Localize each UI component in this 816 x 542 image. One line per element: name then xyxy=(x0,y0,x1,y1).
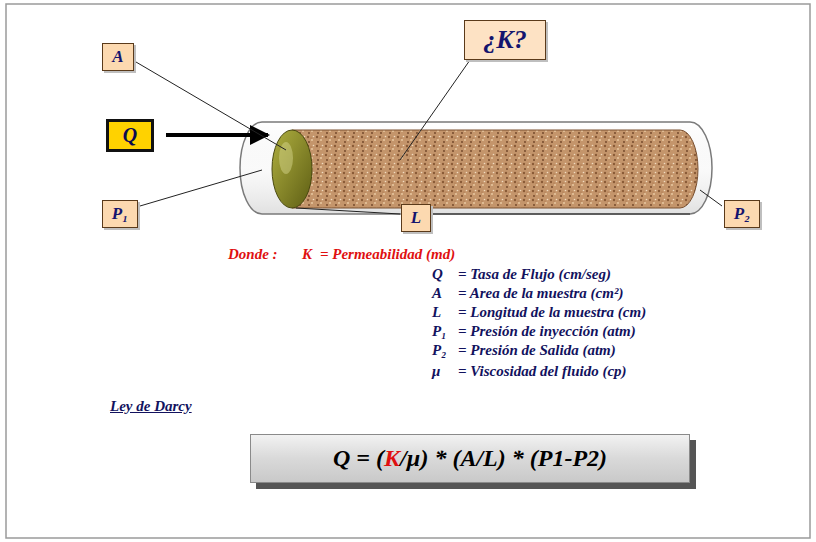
formula-text: Q = ( xyxy=(333,445,384,472)
formula-box: Q = (K/µ) * (A/L) * (P1-P2) xyxy=(250,434,690,483)
flow-box: Q xyxy=(106,119,154,152)
definition-text: L xyxy=(432,304,441,321)
definition-text: K xyxy=(302,246,312,263)
symbol-label: Q xyxy=(123,124,137,147)
frame xyxy=(6,4,810,538)
definition-text: P₂ xyxy=(432,342,446,359)
flow-arrow xyxy=(166,133,268,137)
definition-text: P₁ xyxy=(432,323,446,340)
definition-text: μ xyxy=(432,363,440,380)
label-box: L xyxy=(401,204,431,232)
rock-sample xyxy=(292,130,698,208)
definition-text: = Area de la muestra (cm²) xyxy=(458,285,623,302)
unknown-box: ¿K? xyxy=(464,20,545,60)
glass-shine xyxy=(270,125,690,127)
definition-text: Donde : xyxy=(228,246,278,263)
section-heading: Ley de Darcy xyxy=(110,398,192,415)
label-box: A xyxy=(102,43,133,71)
glass-tube xyxy=(240,122,712,214)
symbol-label: P₁ xyxy=(112,204,128,224)
label-box: P₂ xyxy=(724,200,760,228)
formula-text: K xyxy=(384,445,400,472)
definition-text: Q xyxy=(432,266,443,283)
definition-text: = Tasa de Flujo (cm/seg) xyxy=(458,266,611,283)
formula-text: /µ) * (A/L) * (P1-P2) xyxy=(400,445,607,472)
definition-text: = Permeabilidad (md) xyxy=(320,246,455,263)
symbol-label: A xyxy=(112,47,123,67)
definition-text: A xyxy=(432,285,442,302)
definition-text: = Longitud de la muestra (cm) xyxy=(458,304,646,321)
label-box: P₁ xyxy=(102,200,138,228)
definition-text: = Presión de inyección (atm) xyxy=(458,323,636,340)
symbol-label: L xyxy=(411,208,421,228)
symbol-label: P₂ xyxy=(734,204,750,224)
definition-text: = Viscosidad del fluido (cp) xyxy=(458,363,627,380)
leader-lines xyxy=(136,60,722,214)
sample-face xyxy=(272,130,312,208)
definition-text: = Presión de Salida (atm) xyxy=(458,342,616,359)
symbol-label: ¿K? xyxy=(483,25,526,55)
